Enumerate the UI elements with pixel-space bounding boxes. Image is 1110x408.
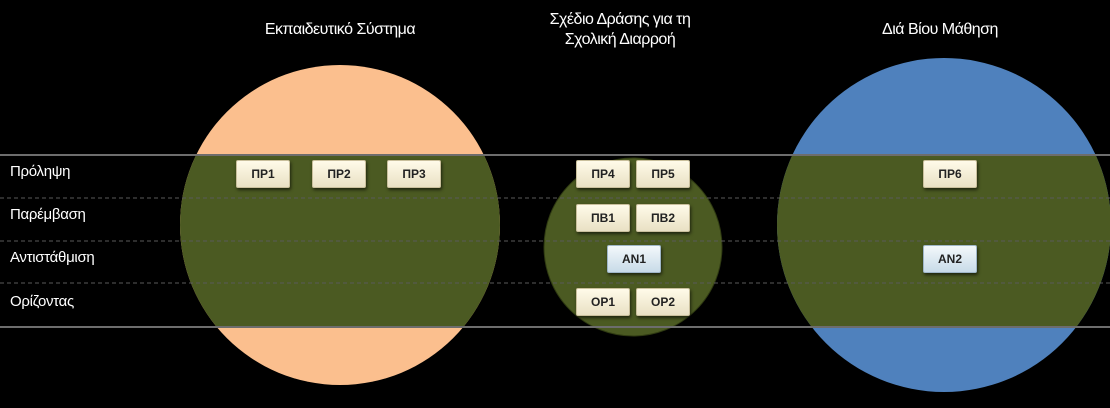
- box-or1: ΟΡ1: [576, 288, 630, 316]
- row-label-intervention: Παρέμβαση: [10, 206, 86, 223]
- box-pr4: ΠΡ4: [576, 160, 630, 188]
- box-an2: ΑΝ2: [923, 245, 977, 273]
- box-pr1: ΠΡ1: [236, 160, 290, 188]
- box-an1: ΑΝ1: [607, 245, 661, 273]
- box-pv2: ΠΒ2: [636, 204, 690, 232]
- box-pr2: ΠΡ2: [312, 160, 366, 188]
- box-pv1: ΠΒ1: [576, 204, 630, 232]
- lifelong-learning-band: [777, 155, 1110, 327]
- box-pr3: ΠΡ3: [387, 160, 441, 188]
- row-label-horizontal: Ορίζοντας: [10, 293, 74, 310]
- row-label-prevention: Πρόληψη: [10, 163, 71, 180]
- title-action-plan: Σχέδιο Δράσης για τη Σχολική Διαρροή: [549, 11, 691, 48]
- title-lifelong-learning: Διά Βίου Μάθηση: [882, 21, 998, 38]
- box-pr6: ΠΡ6: [923, 160, 977, 188]
- title-education-system: Εκπαιδευτικό Σύστημα: [264, 21, 416, 38]
- box-or2: ΟΡ2: [636, 288, 690, 316]
- row-label-compensation: Αντιστάθμιση: [10, 249, 95, 266]
- box-pr5: ΠΡ5: [636, 160, 690, 188]
